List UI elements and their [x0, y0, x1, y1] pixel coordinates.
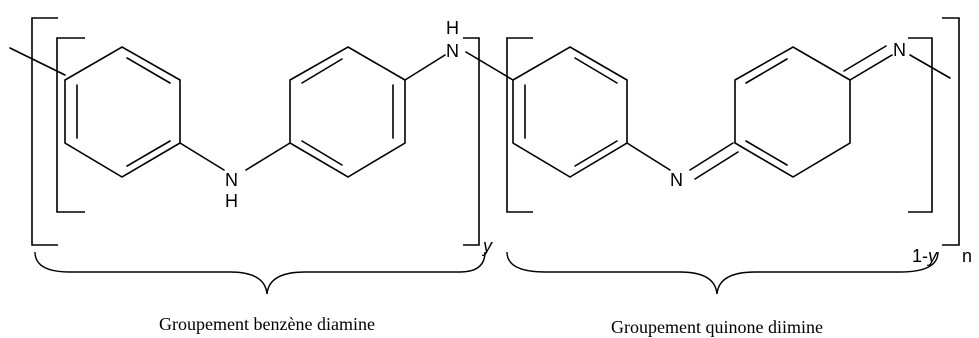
bond-ring3-imine-n — [626, 142, 671, 171]
quinoid-bracket-left — [506, 37, 533, 213]
brace-quinone-diimine — [506, 251, 939, 295]
caption-quinone-diimine: Groupement quinone diimine — [611, 317, 823, 337]
double-bond-imine-quinone-b — [694, 151, 739, 180]
quinoid-ring — [734, 46, 851, 178]
brace-benzene-diamine — [34, 251, 486, 295]
bond-ring2-bridge-nh — [404, 54, 446, 81]
double-bond-imine-quinone-a — [689, 142, 734, 171]
atom-n-imine-2: N — [893, 40, 906, 60]
atom-h-bridge: H — [446, 18, 459, 38]
quinoid-bracket-right — [908, 37, 933, 213]
bond-bridge-nh-ring3 — [465, 51, 514, 81]
inner-bracket-right — [463, 37, 480, 246]
caption-benzene-diamine: Groupement benzène diamine — [159, 314, 375, 334]
bond-ring1-nh — [179, 142, 225, 171]
double-bond-quinone-imine-b — [843, 45, 887, 72]
outer-bracket-left — [31, 17, 58, 246]
atom-n-imine-1: N — [670, 170, 683, 190]
atom-n-benzenoid: N — [225, 170, 238, 190]
benzene-ring-1 — [64, 46, 181, 178]
atom-n-bridge: N — [446, 41, 459, 61]
chain-end-right — [909, 54, 951, 79]
bond-nh-ring2 — [245, 142, 291, 171]
subscript-y: y — [481, 236, 493, 256]
inner-bracket-left — [56, 37, 85, 213]
outer-bracket-right — [942, 17, 960, 246]
subscript-n: n — [962, 246, 972, 266]
atom-h-benzenoid: H — [225, 191, 238, 211]
benzene-ring-3 — [512, 46, 628, 178]
chain-end-left — [9, 47, 66, 76]
benzene-ring-2 — [289, 46, 406, 178]
double-bond-quinone-imine-a — [849, 54, 893, 81]
